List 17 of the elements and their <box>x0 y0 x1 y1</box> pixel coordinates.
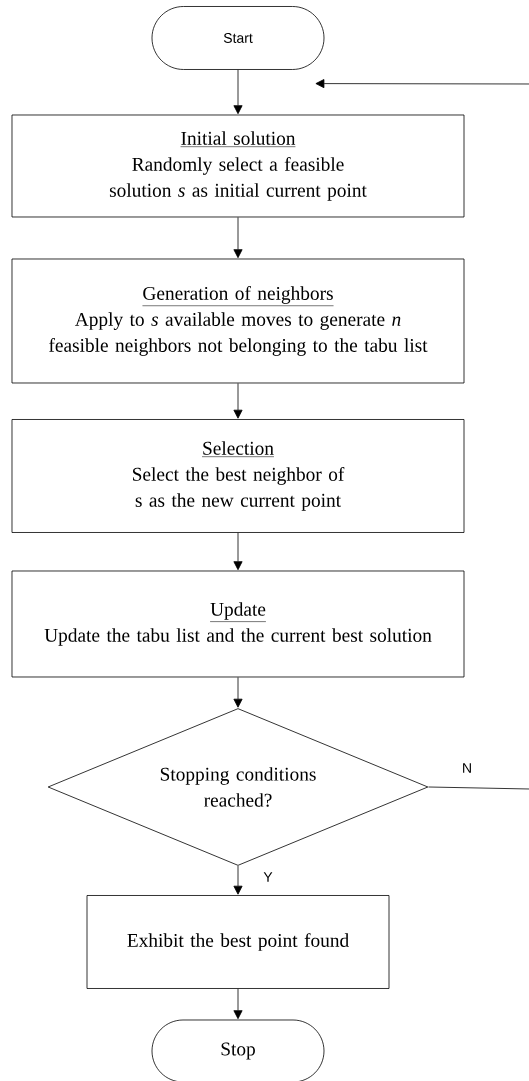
edge-label: Y <box>263 872 273 882</box>
arrow <box>233 383 243 419</box>
arrow <box>233 988 243 1020</box>
arrow <box>233 532 243 571</box>
arrow <box>233 69 243 115</box>
edge-label: N <box>463 763 471 773</box>
arrow <box>315 79 529 89</box>
process-box: Selection Select the best neighbor of s as the new current point <box>11 419 465 533</box>
process-box: Generation of neighbors Apply to s available moves to generate n feasible neighbors not belonging to the tabu list <box>11 258 465 384</box>
process-box: Initial solution Randomly select a feasible solution s as initial current point <box>11 114 465 218</box>
process-box: Update Update the tabu list and the current best solution <box>11 570 465 678</box>
start-terminal: Start <box>151 6 325 70</box>
arrow <box>233 217 243 259</box>
process-box: Exhibit the best point found <box>86 895 390 989</box>
arrow <box>233 677 243 708</box>
stop-terminal: Stop <box>151 1019 325 1081</box>
arrow <box>233 865 243 895</box>
